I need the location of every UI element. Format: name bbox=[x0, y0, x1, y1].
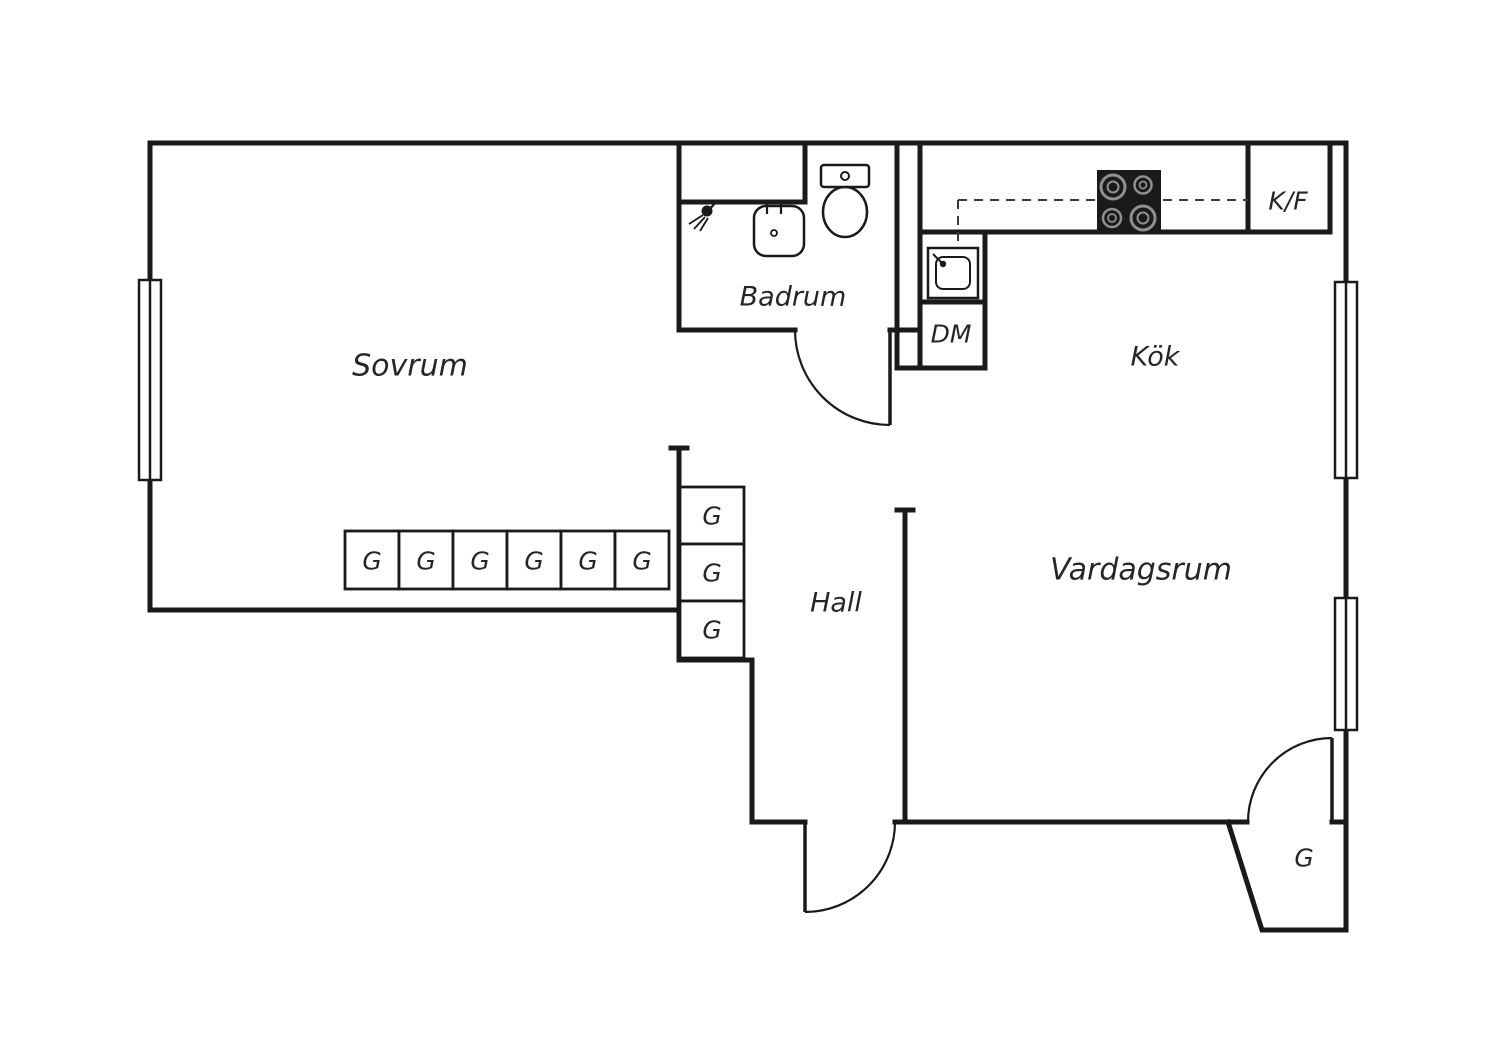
sink-faucet bbox=[932, 253, 943, 264]
room-label-vardagsrum: Vardagsrum bbox=[1050, 553, 1232, 588]
sink-faucet bbox=[939, 260, 947, 268]
closet-box bbox=[678, 485, 746, 546]
door-arc-closet bbox=[1246, 736, 1333, 823]
stove-body bbox=[1097, 170, 1161, 232]
closet-box bbox=[505, 529, 563, 591]
closet-label: G bbox=[470, 547, 489, 576]
stove-burner bbox=[1136, 211, 1150, 225]
upper-cabinet-dashed-lines bbox=[957, 199, 1248, 242]
stove-burner bbox=[1106, 180, 1120, 194]
stove bbox=[1097, 170, 1161, 232]
closet-label: G bbox=[632, 547, 651, 576]
doors bbox=[793, 329, 1334, 914]
closet-box bbox=[559, 529, 617, 591]
wardrobe-boxes bbox=[343, 485, 746, 660]
closet-label: G bbox=[702, 502, 721, 531]
bathroom-sink bbox=[752, 203, 806, 258]
toilet bbox=[819, 163, 871, 239]
dishwasher-label: DM bbox=[931, 320, 972, 349]
walls bbox=[147, 140, 1349, 933]
closet-label: G bbox=[362, 547, 381, 576]
wall-segment bbox=[147, 140, 1349, 933]
stove-burner bbox=[1129, 204, 1157, 232]
stove-burner bbox=[1133, 175, 1153, 195]
closet-box bbox=[613, 529, 671, 591]
windows bbox=[137, 278, 1359, 732]
closet-label: G bbox=[578, 547, 597, 576]
toilet-flush-button bbox=[840, 171, 850, 181]
basin bbox=[752, 204, 806, 258]
closet-label: G bbox=[702, 559, 721, 588]
closet-box bbox=[678, 599, 746, 660]
spray-line bbox=[693, 216, 706, 230]
closet-box bbox=[343, 529, 401, 591]
spray-line bbox=[688, 214, 704, 225]
room-labels: Sovrum Badrum Kök Hall Vardagsrum DM K/F… bbox=[352, 187, 1314, 873]
stove-burner bbox=[1101, 207, 1123, 229]
room-label-sovrum: Sovrum bbox=[352, 349, 468, 384]
stove-burner bbox=[1099, 173, 1127, 201]
door-arc-bathroom bbox=[793, 329, 891, 427]
door-arc-entrance bbox=[804, 821, 897, 914]
drain bbox=[770, 229, 778, 237]
spray-line bbox=[699, 217, 709, 232]
kitchen-sink bbox=[926, 246, 980, 300]
room-label-hall: Hall bbox=[810, 588, 862, 619]
closet-box bbox=[678, 542, 746, 603]
shower-head bbox=[688, 201, 717, 232]
closet-label: G bbox=[416, 547, 435, 576]
stove-burner bbox=[1107, 213, 1117, 223]
shower-head-disc bbox=[701, 205, 713, 217]
toilet-bowl bbox=[821, 185, 869, 239]
room-label-kok: Kök bbox=[1131, 342, 1181, 373]
fridge-freezer-label: K/F bbox=[1268, 187, 1308, 216]
closet-label: G bbox=[1294, 844, 1313, 873]
closet-label: G bbox=[702, 616, 721, 645]
room-label-badrum: Badrum bbox=[740, 282, 847, 313]
stove-burner bbox=[1138, 180, 1148, 190]
closet-label: G bbox=[524, 547, 543, 576]
